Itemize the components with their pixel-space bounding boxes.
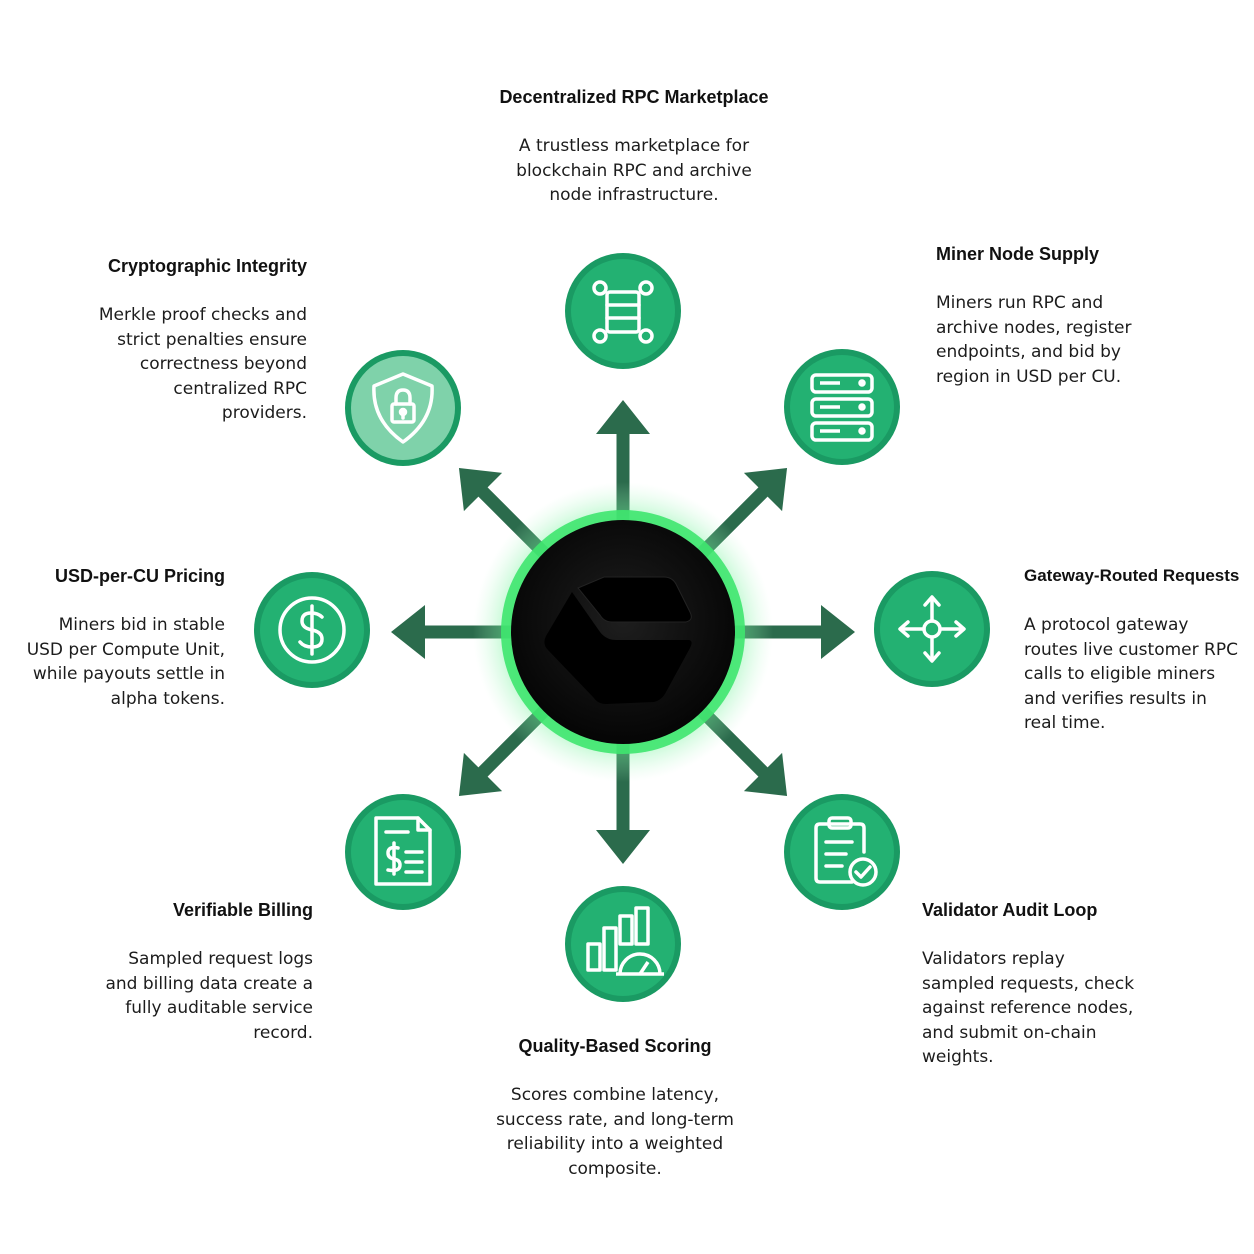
feature-description: Miners bid in stable USD per Compute Uni… <box>26 615 225 709</box>
central-hub <box>473 482 773 782</box>
feature-description: Validators replay sampled requests, chec… <box>922 949 1135 1067</box>
feature-title: Cryptographic Integrity <box>107 256 307 276</box>
feature-title: USD-per-CU Pricing <box>54 566 225 586</box>
arrow-right <box>723 605 855 659</box>
feature-title: Miner Node Supply <box>936 244 1100 264</box>
feature-bottom: Quality-Based Scoring Scores combine lat… <box>470 1035 760 1181</box>
feature-top-left: Cryptographic Integrity Merkle proof che… <box>80 255 307 426</box>
feature-title: Quality-Based Scoring <box>518 1036 712 1056</box>
feature-circle-bottom <box>565 886 681 1002</box>
feature-description: Scores combine latency, success rate, an… <box>496 1085 734 1179</box>
feature-bottom-right: Validator Audit Loop Validators replay s… <box>922 899 1162 1070</box>
feature-title: Verifiable Billing <box>172 900 313 920</box>
feature-title: Validator Audit Loop <box>922 900 1098 920</box>
feature-circle-right <box>874 571 990 687</box>
arrow-down <box>596 732 650 864</box>
feature-description: Sampled request logs and billing data cr… <box>105 949 313 1043</box>
feature-top-right: Miner Node Supply Miners run RPC and arc… <box>936 243 1176 389</box>
feature-title: Gateway-Routed Requests <box>1024 566 1240 585</box>
bar-chart-gauge-icon <box>586 906 664 976</box>
feature-circle-bottom-left <box>345 794 461 910</box>
arrow-left <box>391 605 523 659</box>
feature-title: Decentralized RPC Marketplace <box>499 87 769 107</box>
feature-circle-top-left <box>345 350 461 466</box>
feature-circle-bottom-right <box>784 794 900 910</box>
shield-lock-icon <box>372 372 434 444</box>
invoice-dollar-icon <box>374 816 432 886</box>
hexagon-logo-icon <box>544 576 692 704</box>
feature-left: USD-per-CU Pricing Miners bid in stable … <box>24 565 225 711</box>
feature-circle-top <box>565 253 681 369</box>
dollar-coin-icon <box>278 596 346 664</box>
node-network-icon <box>592 280 654 344</box>
feature-description: Miners run RPC and archive nodes, regist… <box>936 293 1132 387</box>
routing-arrows-icon <box>898 595 966 663</box>
clipboard-check-icon <box>814 816 878 887</box>
feature-right: Gateway-Routed Requests A protocol gatew… <box>1024 565 1249 736</box>
feature-circle-top-right <box>784 349 900 465</box>
feature-circle-left <box>254 572 370 688</box>
feature-description: A protocol gateway routes live customer … <box>1024 615 1238 733</box>
server-stack-icon <box>810 373 874 442</box>
feature-description: A trustless marketplace for blockchain R… <box>516 136 752 205</box>
arrow-up <box>596 400 650 532</box>
feature-description: Merkle proof checks and strict penalties… <box>98 305 307 423</box>
feature-top: Decentralized RPC Marketplace A trustles… <box>474 86 794 208</box>
feature-bottom-left: Verifiable Billing Sampled request logs … <box>90 899 313 1045</box>
